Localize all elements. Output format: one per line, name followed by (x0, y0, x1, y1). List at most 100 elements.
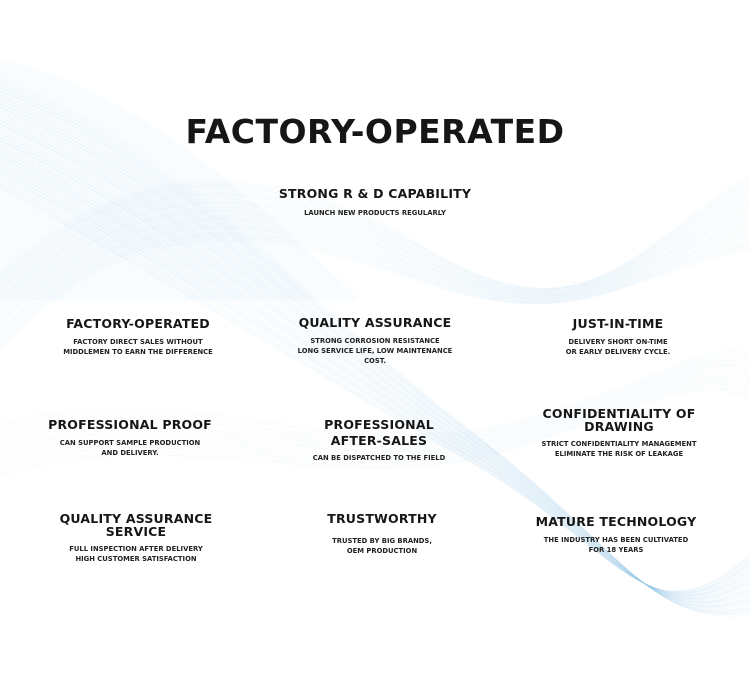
wave-line (0, 136, 750, 600)
wave-line (0, 355, 750, 439)
wave-line (0, 186, 750, 292)
wave-line (0, 379, 750, 463)
wave-line (0, 231, 750, 341)
feature-title: MATURE TECHNOLOGY (535, 514, 697, 529)
wave-line (0, 181, 750, 290)
wave-line (0, 123, 750, 602)
wave-glow (0, 60, 360, 300)
wave-line (0, 386, 750, 473)
wave-line (0, 173, 750, 289)
feature-title: FACTORY-OPERATED (66, 316, 210, 331)
wave-line (0, 194, 750, 295)
wave-line (0, 133, 750, 600)
wave-line (0, 173, 750, 594)
wave-line (0, 153, 750, 597)
wave-line (0, 225, 750, 333)
wave-line (0, 367, 750, 449)
wave-line (0, 363, 750, 446)
feature-title: TRUSTWORTHY (327, 511, 437, 526)
wave-line (0, 373, 750, 455)
feature-desc: STRONG CORROSION RESISTANCE LONG SERVICE… (297, 337, 453, 365)
wave-line (0, 233, 750, 344)
feature-title: PROFESSIONAL AFTER-SALES (324, 417, 434, 448)
wave-line (0, 217, 750, 322)
wave-line (0, 156, 750, 596)
wave-line (0, 359, 750, 442)
wave-line (0, 385, 750, 471)
wave-line (0, 176, 750, 593)
wave-line (0, 349, 750, 434)
wave-line (0, 126, 750, 602)
wave-line (0, 219, 750, 325)
page-title: FACTORY-OPERATED (185, 112, 565, 151)
feature-just-in-time: JUST-IN-TIME DELIVERY SHORT ON-TIME OR E… (508, 316, 728, 357)
wave-line (0, 179, 750, 593)
feature-desc: FULL INSPECTION AFTER DELIVERY HIGH CUST… (69, 545, 203, 563)
feature-desc: FACTORY DIRECT SALES WITHOUT MIDDLEMEN T… (63, 338, 213, 356)
feature-professional-proof: PROFESSIONAL PROOF CAN SUPPORT SAMPLE PR… (20, 417, 240, 458)
wave-line (0, 83, 750, 614)
wave-line (0, 140, 750, 599)
wave-line (0, 381, 750, 465)
wave-line (0, 178, 750, 290)
feature-title: QUALITY ASSURANCE (298, 315, 452, 330)
wave-line (0, 96, 750, 610)
wave-line (0, 93, 750, 611)
wave-line (0, 375, 750, 458)
wave-line (0, 204, 750, 306)
feature-quality-assurance: QUALITY ASSURANCE STRONG CORROSION RESIS… (265, 315, 485, 366)
wave-line (0, 159, 750, 596)
feature-desc: DELIVERY SHORT ON-TIME OR EARLY DELIVERY… (565, 338, 671, 356)
wave-line (0, 361, 750, 444)
wave-line (0, 369, 750, 451)
wave-line (0, 80, 750, 616)
wave-line (0, 186, 750, 592)
wave-line (0, 213, 750, 317)
wave-line (0, 183, 750, 592)
wave-line (0, 106, 750, 607)
wave-line (0, 77, 750, 617)
feature-title: CONFIDENTIALITY OF DRAWING (542, 406, 696, 434)
wave-line (0, 103, 750, 608)
feature-rd-capability: STRONG R & D CAPABILITY LAUNCH NEW PRODU… (265, 186, 485, 218)
feature-title: PROFESSIONAL PROOF (48, 417, 212, 432)
wave-line (0, 223, 750, 331)
wave-line (0, 116, 750, 604)
feature-title: STRONG R & D CAPABILITY (278, 186, 472, 201)
feature-desc: CAN SUPPORT SAMPLE PRODUCTION AND DELIVE… (59, 439, 201, 457)
wave-line (0, 357, 750, 441)
feature-desc: TRUSTED BY BIG BRANDS, OEM PRODUCTION (332, 537, 432, 555)
feature-desc: CAN BE DISPATCHED TO THE FIELD (312, 454, 446, 462)
feature-mature-technology: MATURE TECHNOLOGY THE INDUSTRY HAS BEEN … (506, 514, 726, 555)
feature-title: JUST-IN-TIME (572, 316, 664, 331)
wave-line (0, 146, 750, 598)
wave-line (0, 229, 750, 339)
wave-line (0, 143, 750, 598)
wave-line (0, 100, 750, 609)
wave-line (0, 383, 750, 468)
wave-line (0, 215, 750, 320)
wave-line (0, 130, 750, 601)
feature-desc: LAUNCH NEW PRODUCTS REGULARLY (304, 209, 446, 217)
wave-line (0, 120, 750, 603)
wave-line (0, 183, 750, 291)
wave-line (0, 365, 750, 447)
wave-line (0, 211, 750, 314)
wave-line (0, 163, 750, 595)
feature-trustworthy: TRUSTWORTHY TRUSTED BY BIG BRANDS, OEM P… (272, 511, 492, 556)
wave-line (0, 90, 750, 612)
feature-professional-after-sales: PROFESSIONAL AFTER-SALES CAN BE DISPATCH… (269, 417, 489, 463)
wave-line (0, 390, 750, 478)
wave-line (0, 240, 750, 352)
wave-line (0, 227, 750, 336)
wave-line (0, 150, 750, 597)
wave-line (0, 207, 750, 309)
wave-line (0, 351, 750, 436)
wave-line (0, 202, 750, 303)
wave-line (0, 209, 750, 311)
feature-desc: THE INDUSTRY HAS BEEN CULTIVATED FOR 18 … (543, 536, 689, 554)
wave-line (0, 169, 750, 594)
wave-line (0, 199, 750, 300)
wave-line (0, 166, 750, 595)
